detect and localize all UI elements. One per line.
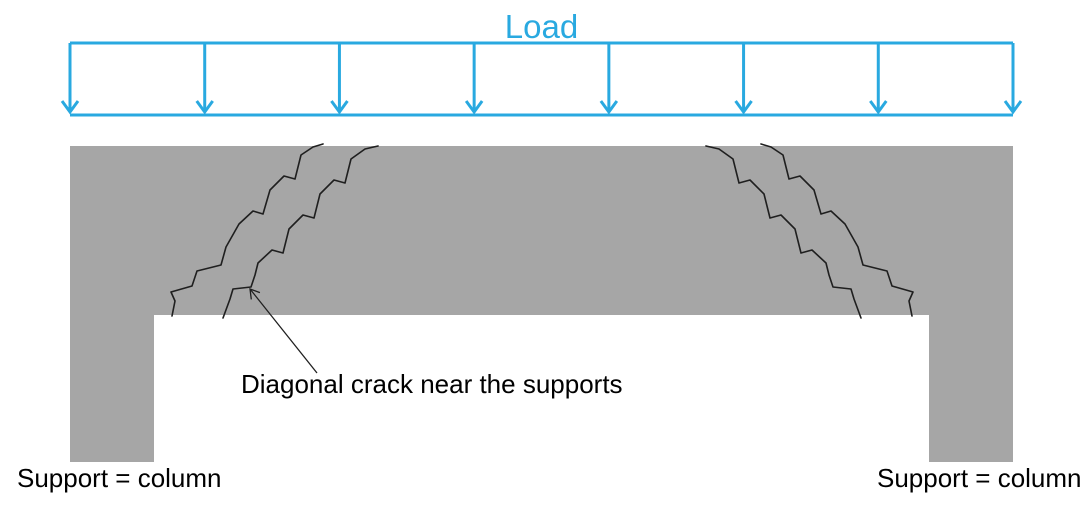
left-column-shape — [70, 315, 154, 462]
right-column-shape — [929, 315, 1013, 462]
left-support-label: Support = column — [17, 463, 222, 493]
annotation-leader-line — [249, 288, 318, 374]
beam-and-columns-group — [70, 146, 1013, 462]
distributed-load-group — [60, 41, 1023, 117]
beam-shape — [70, 146, 1013, 315]
crack-annotation-label: Diagonal crack near the supports — [241, 369, 623, 399]
annotation-arrow-group — [249, 288, 318, 374]
diagonal-crack-line — [705, 145, 862, 319]
right-support-label: Support = column — [877, 463, 1082, 493]
load-title: Load — [504, 8, 579, 45]
diagonal-crack-line — [222, 145, 379, 319]
diagonal-cracks-group — [170, 143, 914, 319]
diagonal-crack-line — [760, 143, 914, 317]
diagonal-crack-line — [170, 143, 324, 317]
